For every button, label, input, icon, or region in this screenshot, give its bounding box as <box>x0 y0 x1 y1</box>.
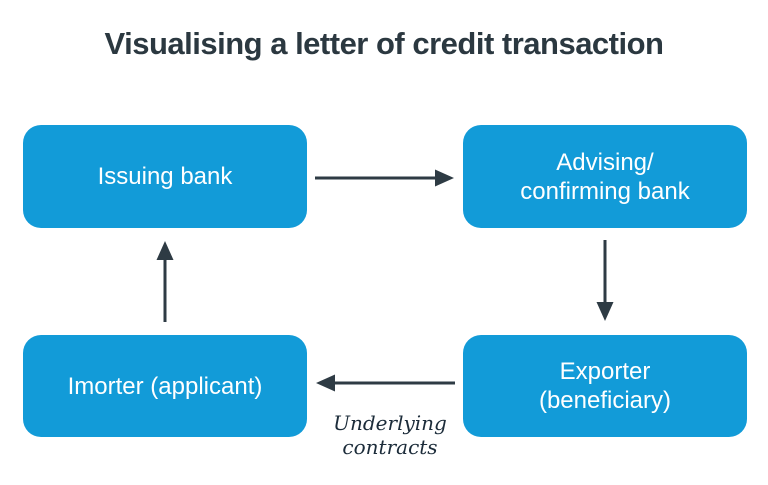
arrow-issuing-bank-to-advising-bank <box>315 169 454 187</box>
node-importer-applicant-label: Imorter (applicant) <box>67 372 263 400</box>
node-issuing-bank: Issuing bank <box>23 125 307 228</box>
node-advising-confirming-bank: Advising/ confirming bank <box>463 125 747 228</box>
underlying-contracts-label: Underlying contracts <box>333 411 447 459</box>
node-importer-applicant: Imorter (applicant) <box>23 335 307 437</box>
node-advising-confirming-bank-label: Advising/ confirming bank <box>520 148 690 205</box>
arrow-exporter-to-importer <box>316 374 455 392</box>
node-exporter-beneficiary: Exporter (beneficiary) <box>463 335 747 437</box>
diagram-title: Visualising a letter of credit transacti… <box>104 26 664 61</box>
node-exporter-beneficiary-label: Exporter (beneficiary) <box>538 358 672 414</box>
arrow-importer-to-issuing-bank <box>156 241 174 322</box>
arrow-advising-bank-to-exporter <box>596 240 614 321</box>
node-issuing-bank-label: Issuing bank <box>97 163 233 190</box>
